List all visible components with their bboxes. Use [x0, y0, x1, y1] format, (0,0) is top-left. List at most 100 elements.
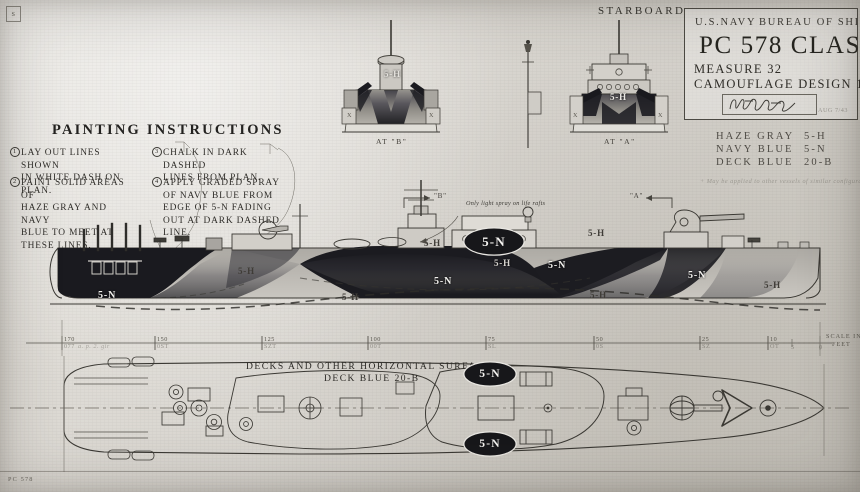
section-ref-b-label: "B" — [434, 192, 447, 200]
instruction-line: LAY OUT LINES SHOWN — [21, 148, 101, 171]
instruction-line: HAZE GRAY AND NAVY — [21, 203, 107, 226]
title-block-design: CAMOUFLAGE DESIGN 12 P — [694, 77, 860, 91]
plan-heading-line1: DECKS AND OTHER HORIZONTAL SURFACES — [246, 361, 499, 372]
legend-color-code: 20-B — [804, 157, 834, 168]
instruction-line: APPLY GRADED SPRAY — [163, 178, 280, 188]
profile-color-badge: 5-N — [466, 230, 522, 253]
title-block: U.S.NAVY BUREAU OF SHIPS PC 578 CLASS ME… — [684, 8, 860, 120]
profile-tag-5h: 5-H — [238, 266, 255, 276]
plan-drawing — [10, 356, 850, 472]
instruction-item-4: 4 APPLY GRADED SPRAY OF NAVY BLUE FROM E… — [150, 177, 280, 240]
section-a-color-tag: 5-H — [610, 92, 627, 102]
station-tick-sub: SZ — [702, 343, 711, 350]
legend-color-code: 5-N — [804, 144, 827, 155]
scale-caption-line1: SCALE IN — [826, 333, 860, 340]
profile-elevation-view: "B" "A" Only light spray on life rafts 5… — [0, 180, 860, 326]
instruction-item-3: 3 CHALK IN DARK DASHED LINES FROM PLAN. — [150, 147, 280, 185]
foot-tick-label: 5 — [791, 344, 795, 351]
profile-tag-5h: 5-H — [424, 238, 441, 248]
section-a-drawing — [569, 20, 669, 133]
color-legend: HAZE GRAY 5-H NAVY BLUE 5-N DECK BLUE 20… — [716, 131, 856, 170]
title-block-footnote: + May be applied to other vessels of sim… — [700, 178, 860, 185]
section-a-label: AT "A" — [604, 137, 636, 146]
orientation-label: STARBOARD — [598, 5, 686, 17]
catalog-mark: PC 578 — [8, 476, 34, 483]
instruction-line: OF NAVY BLUE FROM — [163, 190, 274, 201]
section-b-drawing — [341, 20, 441, 133]
plan-heading-line2: DECK BLUE 20-B — [324, 373, 420, 384]
instruction-number: 3 — [152, 147, 162, 157]
profile-tag-5h: 5-H — [590, 290, 607, 300]
station-tick-sub: SL — [488, 343, 497, 350]
section-b-corner-mark: X — [347, 112, 352, 119]
instruction-line: PAINT SOLID AREAS OF — [21, 178, 125, 201]
instruction-line: THESE LINES. — [21, 240, 92, 251]
signature-mark — [729, 98, 796, 112]
frame-note: a. p. 2. gir — [78, 343, 110, 350]
painting-instructions-heading: PAINTING INSTRUCTIONS — [52, 122, 284, 138]
plan-color-badge: 5-N — [466, 434, 514, 454]
profile-tag-5n: 5-N — [548, 260, 567, 271]
signature-box — [722, 94, 817, 115]
instruction-item-2: 2 PAINT SOLID AREAS OF HAZE GRAY AND NAV… — [8, 177, 136, 253]
profile-tag-5h: 5-H — [764, 280, 781, 290]
title-block-bureau: BUREAU OF SHIPS — [759, 17, 860, 28]
title-block-measure: MEASURE 32 — [694, 62, 783, 76]
profile-tag-5n: 5-N — [688, 270, 707, 281]
corner-mark-label: S — [11, 10, 16, 18]
section-ref-a-label: "A" — [630, 192, 644, 200]
station-tick-sub: OT — [770, 343, 780, 350]
legend-row: NAVY BLUE 5-N — [716, 144, 856, 157]
foot-tick-label: 0 — [819, 344, 823, 351]
signature-date: AUG 7/43 — [818, 107, 848, 114]
title-block-class: PC 578 CLASS — [699, 32, 860, 59]
section-view-at-a: 5-H X X AT "A" — [566, 20, 672, 148]
legend-row: HAZE GRAY 5-H — [716, 131, 856, 144]
station-tick-sub: 077 — [64, 343, 75, 350]
instruction-number: 4 — [152, 177, 162, 187]
title-block-authority: U.S.NAVY — [695, 17, 757, 28]
instruction-number: 1 — [10, 147, 20, 157]
instruction-number: 2 — [10, 177, 20, 187]
station-tick-sub: SZT — [264, 343, 277, 350]
profile-tag-5h: 5-H — [494, 258, 511, 268]
instruction-line: EDGE OF 5-N FADING — [163, 203, 272, 214]
instruction-line: LINE. — [163, 228, 191, 239]
station-tick-sub: 00T — [370, 343, 382, 350]
instruction-item-1: 1 LAY OUT LINES SHOWN IN WHITE DASH ON P… — [8, 147, 136, 197]
section-a-corner-mark: X — [573, 112, 578, 119]
instruction-line: LINES FROM PLAN. — [163, 173, 262, 184]
plan-color-badge: 5-N — [466, 364, 514, 384]
station-tick-sub: 0ST — [157, 343, 169, 350]
plan-deck-view: DECKS AND OTHER HORIZONTAL SURFACES DECK… — [0, 352, 860, 477]
station-tick-label: 125 — [264, 336, 275, 343]
station-tick-label: 100 — [370, 336, 381, 343]
instruction-line: OUT AT DARK DASHED — [163, 215, 280, 226]
station-tick-label: 50 — [596, 336, 604, 343]
scale-caption-line2: FEET — [832, 341, 851, 348]
profile-drawing — [49, 180, 826, 311]
ruler-line — [26, 320, 832, 356]
profile-tag-5n: 5-N — [434, 276, 453, 287]
station-tick-label: 10 — [770, 336, 778, 343]
station-tick-label: 75 — [488, 336, 496, 343]
section-b-color-tag: 5-H — [384, 69, 401, 79]
legend-row: DECK BLUE 20-B — [716, 157, 856, 170]
section-b-corner-mark: X — [429, 112, 434, 119]
instruction-line: BLUE TO MEET AT — [21, 228, 114, 239]
center-mast-detail — [522, 40, 542, 148]
section-view-at-b: 5-H X X AT "B" — [338, 20, 444, 148]
station-tick-label: 25 — [702, 336, 710, 343]
life-raft-spray-note: Only light spray on life rafts — [466, 200, 546, 207]
profile-tag-5n: 5-N — [98, 290, 117, 301]
profile-tag-5h: 5-H — [588, 228, 605, 238]
legend-color-name: NAVY BLUE — [716, 144, 794, 155]
legend-color-name: HAZE GRAY — [716, 131, 795, 142]
station-tick-label: 150 — [157, 336, 168, 343]
legend-color-code: 5-H — [804, 131, 827, 142]
section-b-label: AT "B" — [376, 137, 408, 146]
instruction-line: IN WHITE DASH ON PLAN. — [21, 173, 121, 196]
instruction-line: CHALK IN DARK DASHED — [163, 148, 248, 171]
station-tick-label: 170 — [64, 336, 75, 343]
